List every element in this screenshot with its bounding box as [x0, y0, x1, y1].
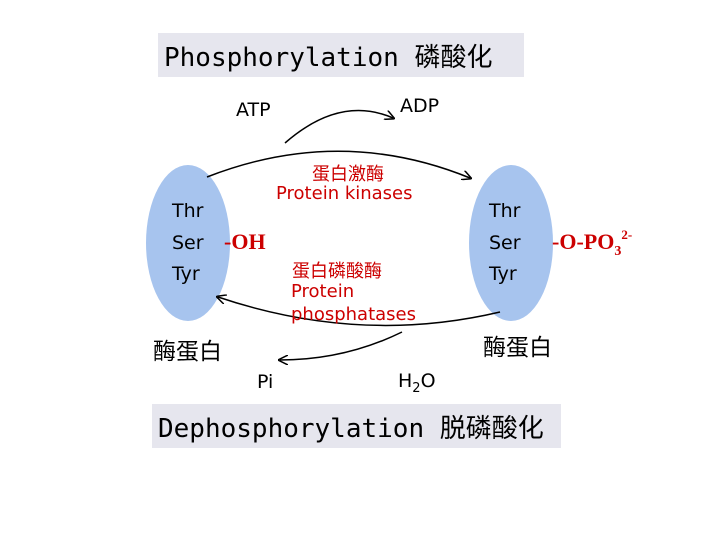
- left-residue-tyr: Tyr: [172, 263, 200, 285]
- phosphatase-cn-label: 蛋白磷酸酶: [292, 261, 382, 282]
- phosphorylation-label: Phosphorylation 磷酸化: [158, 33, 524, 77]
- dephosphorylation-label: Dephosphorylation 脱磷酸化: [152, 404, 561, 448]
- phosphate-group-label: -O-PO32-: [552, 227, 633, 259]
- left-protein-ellipse: [146, 165, 230, 321]
- atp-label: ATP: [236, 99, 271, 121]
- right-enzyme-label: 酶蛋白: [483, 335, 552, 361]
- left-residue-ser: Ser: [172, 232, 204, 254]
- atp-adp-arrow: [284, 109, 393, 144]
- kinase-cn-label: 蛋白激酶: [312, 164, 384, 185]
- right-residue-thr: Thr: [489, 200, 521, 222]
- left-enzyme-label: 酶蛋白: [153, 339, 222, 365]
- h2o-label: H2O: [398, 370, 436, 396]
- phosphatase-en-label-line1: Protein: [291, 281, 355, 302]
- phosphatase-en-label-line2: phosphatases: [291, 304, 417, 325]
- adp-label: ADP: [400, 95, 440, 117]
- right-residue-ser: Ser: [489, 232, 521, 254]
- h2o-pi-arrow: [280, 331, 403, 360]
- right-protein-ellipse: [469, 165, 553, 321]
- kinase-arrow: [206, 150, 470, 178]
- pi-label: Pi: [257, 371, 274, 393]
- left-residue-thr: Thr: [172, 200, 204, 222]
- phosphatase-arrow: [218, 297, 501, 327]
- right-residue-tyr: Tyr: [489, 263, 517, 285]
- kinase-en-label: Protein kinases: [276, 183, 413, 204]
- hydroxyl-group-label: -OH: [224, 229, 266, 254]
